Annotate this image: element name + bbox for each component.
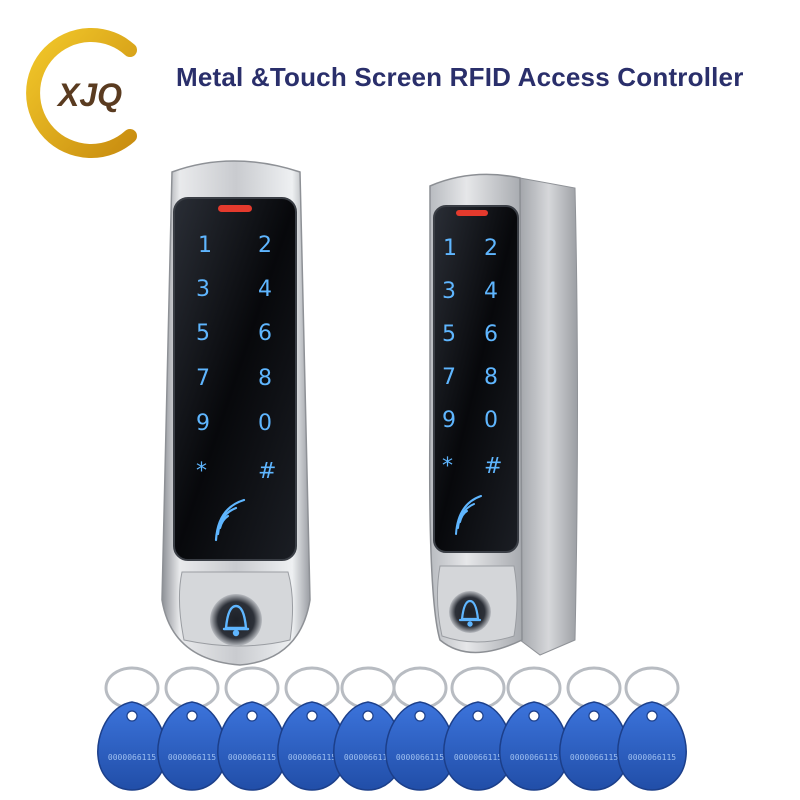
key: 6 [484,322,498,347]
tag-number: 0000066115 [510,753,558,762]
key: 9 [442,408,456,433]
key: 0 [258,411,272,436]
key: 2 [484,236,498,261]
bell-icon [222,604,250,637]
key: 7 [196,366,210,391]
tag-number: 0000066115 [628,753,676,762]
key: 5 [196,321,210,346]
tag-number: 0000066115 [288,753,336,762]
nfc-wave-icon [455,495,482,535]
doorbell-button [449,591,491,633]
status-led [218,205,252,212]
tag-number: 0000066115 [454,753,502,762]
tag-number: 0000066115 [570,753,618,762]
key: * [196,459,207,484]
rfid-keyfob-row: 0000066115 0000066115 0000066115 0000066… [97,666,687,791]
tag-number: 0000066115 [228,753,276,762]
keypad-right: 1 2 3 4 5 6 7 8 9 0 * # [442,236,502,479]
key: 3 [196,277,210,302]
rfid-keyfob: 0000066115 [157,666,227,791]
key: 3 [442,279,456,304]
key: 5 [442,322,456,347]
rfid-keyfob: 0000066115 [559,666,629,791]
key: 1 [198,233,212,258]
brand-logo: XJQ [26,28,137,158]
doorbell-button [210,594,262,646]
key: 9 [196,411,210,436]
rfid-keyfob: 0000066115 [499,666,569,791]
key: 6 [258,321,272,346]
key: # [258,459,276,484]
tag-number: 0000066115 [396,753,444,762]
status-led [456,210,488,216]
key: 2 [258,233,272,258]
key: 7 [442,365,456,390]
access-controller-front: 1 2 3 4 5 6 7 8 9 0 * # [161,160,311,666]
key: * [442,454,453,479]
key: 8 [258,366,272,391]
rfid-keyfob: 0000066115 [217,666,287,791]
nfc-wave-icon [214,498,246,542]
key: 8 [484,365,498,390]
bell-icon [458,599,482,627]
key: 0 [484,408,498,433]
key: 1 [443,236,457,261]
key: 4 [258,277,272,302]
rfid-keyfob: 0000066115 [385,666,455,791]
key: 4 [484,279,498,304]
logo-text: XJQ [56,77,122,113]
key: # [484,454,502,479]
keypad-left: 1 2 3 4 5 6 7 8 9 0 * # [196,233,276,484]
tag-number: 0000066115 [168,753,216,762]
rfid-keyfob: 0000066115 [617,666,687,791]
tag-number: 0000066115 [344,753,392,762]
tag-number: 0000066115 [108,753,156,762]
rfid-keyfob: 0000066115 [443,666,513,791]
page-title: Metal &Touch Screen RFID Access Controll… [176,62,744,92]
rfid-keyfob: 0000066115 [97,666,167,791]
access-controller-angled: 1 2 3 4 5 6 7 8 9 0 * # [428,173,578,656]
rfid-keyfob: 0000066115 [277,666,347,791]
